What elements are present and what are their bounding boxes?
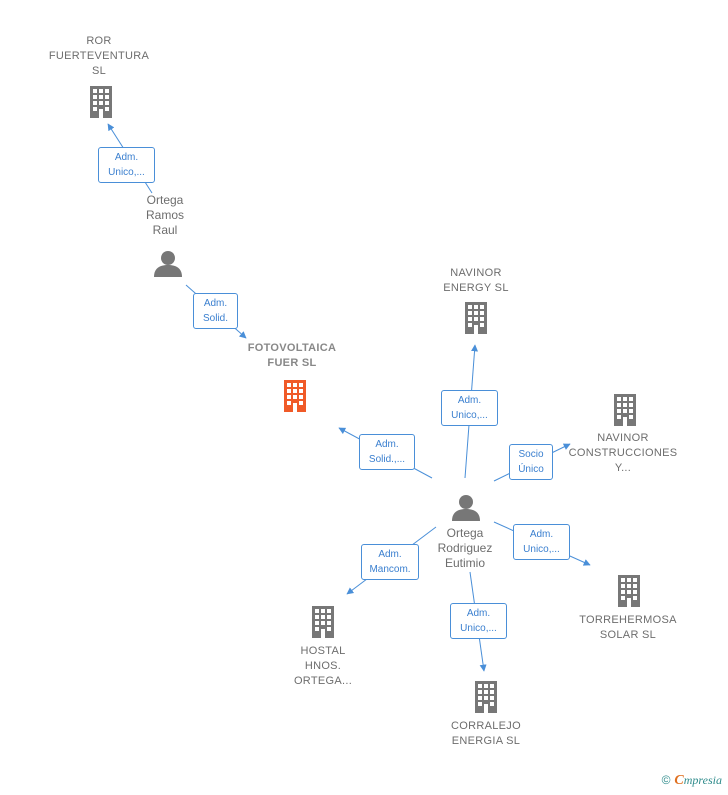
edge-label-line: Adm. [114,152,139,163]
person-icon-ortega-rodriguez[interactable] [452,495,480,521]
node-label-corralejo[interactable]: CORRALEJO ENERGIA SL [430,719,542,749]
node-label-line: FUER SL [267,357,317,369]
node-label-torrehermosa[interactable]: TORREHERMOSA SOLAR SL [572,613,684,643]
building-icon-corralejo[interactable] [475,681,497,713]
edge-label-line: Solid.,... [368,454,406,465]
node-label-line: CONSTRUCCIONES [568,447,678,459]
node-label-line: ENERGIA SL [451,735,521,747]
node-label-line: HOSTAL [300,645,346,657]
edge-label-line: Único [518,464,544,475]
person-label-line: Ortega [146,193,184,207]
node-label-fotovoltaica[interactable]: FOTOVOLTAICA FUER SL [232,341,352,371]
edge-label-eutimio-corralejo[interactable]: Adm. Unico,... [450,603,507,639]
node-label-hostal[interactable]: HOSTAL HNOS. ORTEGA... [278,644,368,689]
node-label-line: NAVINOR [450,267,502,279]
building-icon-hostal[interactable] [312,606,334,638]
node-label-line: CORRALEJO [451,720,521,732]
node-label-line: NAVINOR [597,432,649,444]
edge-label-line: Adm. [378,549,402,560]
node-label-ror[interactable]: ROR FUERTEVENTURA SL [40,34,158,79]
edge-label-line: Adm. [203,298,228,309]
edge-label-line: Unico,... [523,544,560,555]
edge-label-eutimio-energy[interactable]: Adm. Unico,... [441,390,498,426]
node-label-line: HNOS. [304,660,342,672]
building-icon-navinor-construcciones[interactable] [614,394,636,426]
copyright-icon: © [661,773,671,787]
node-label-line: FUERTEVENTURA [48,50,150,62]
node-label-line: TORREHERMOSA [579,614,677,626]
person-label-line: Ortega [446,526,484,540]
node-label-line: SOLAR SL [599,629,657,641]
node-label-line: ORTEGA... [293,675,353,687]
edge-label-line: Socio [518,449,544,460]
edge-label-line: Adm. [529,529,554,540]
building-icon-torrehermosa[interactable] [618,575,640,607]
edge-label-line: Solid. [202,313,228,324]
person-label-line: Raul [152,223,178,237]
edge-label-line: Adm. [457,395,482,406]
node-label-line: Y... [614,462,632,474]
node-label-navinor-energy[interactable]: NAVINOR ENERGY SL [420,266,532,296]
person-label-ortega-rodriguez[interactable]: Ortega Rodriguez Eutimio [420,526,510,571]
node-label-navinor-construcciones[interactable]: NAVINOR CONSTRUCCIONES Y... [566,431,680,476]
edge-label-line: Unico,... [460,623,497,634]
node-label-line: ROR [86,35,112,47]
person-label-line: Rodriguez [437,541,493,555]
node-label-line: ENERGY SL [443,282,509,294]
edge-label-line: Unico,... [451,410,488,421]
edge-label-line: Mancom. [369,564,411,575]
edge-label-eutimio-construcciones[interactable]: Socio Único [509,444,553,480]
edge-label-eutimio-foto[interactable]: Adm. Solid.,... [359,434,415,470]
edge-label-ramos-foto[interactable]: Adm. Solid. [193,293,238,329]
brand-initial: C [674,773,684,788]
building-icon-fotovoltaica[interactable] [284,380,306,412]
building-icon-ror[interactable] [90,86,112,118]
edge-label-ramos-ror[interactable]: Adm. Unico,... [98,147,155,183]
building-icon-navinor-energy[interactable] [465,302,487,334]
edge-label-eutimio-hostal[interactable]: Adm. Mancom. [361,544,419,580]
edge-label-line: Unico,... [108,167,145,178]
person-label-line: Eutimio [444,556,485,570]
edge-label-line: Adm. [466,608,491,619]
person-label-line: Ramos [145,208,184,222]
brand-name: mpresia [683,773,722,787]
node-label-line: SL [91,65,107,77]
empresia-watermark[interactable]: ©Cmpresia [662,773,722,789]
person-label-ortega-ramos[interactable]: Ortega Ramos Raul [125,193,205,238]
node-label-line: FOTOVOLTAICA [247,342,337,354]
person-icon-ortega-ramos[interactable] [154,251,182,277]
edge-label-eutimio-torre[interactable]: Adm. Unico,... [513,524,570,560]
edge-label-line: Adm. [375,439,399,450]
